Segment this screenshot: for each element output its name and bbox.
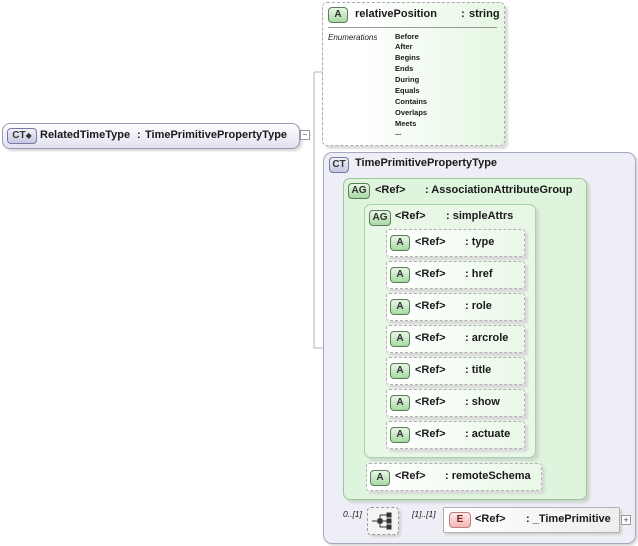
attribute-name: : arcrole xyxy=(465,332,509,344)
group-ref: <Ref> xyxy=(395,210,426,222)
enum-value: During xyxy=(395,75,420,84)
complex-type-icon: CT xyxy=(329,157,349,173)
element-icon: E xyxy=(449,512,471,528)
attribute-ref: <Ref> xyxy=(415,268,446,280)
attribute-title[interactable]: A <Ref> : title xyxy=(386,357,525,385)
sequence-icon xyxy=(372,512,392,530)
element-time-primitive[interactable]: E <Ref> : _TimePrimitive xyxy=(443,507,620,533)
attribute-icon: A xyxy=(390,235,410,251)
sequence-multiplicity: 0..[1] xyxy=(343,509,362,519)
attribute-name: : href xyxy=(465,268,493,280)
root-type-node[interactable]: CT◆ RelatedTimeType : TimePrimitivePrope… xyxy=(2,123,300,149)
attribute-role[interactable]: A <Ref> : role xyxy=(386,293,525,321)
attribute-icon: A xyxy=(390,427,410,443)
attribute-name: : title xyxy=(465,364,492,376)
attribute-icon: A xyxy=(390,395,410,411)
attribute-icon: A xyxy=(370,470,390,486)
enumerations-label: Enumerations xyxy=(328,33,378,42)
attribute-ref: <Ref> xyxy=(415,236,446,248)
attribute-name: : actuate xyxy=(465,428,511,440)
attribute-name: : type xyxy=(465,236,495,248)
enum-value: Overlaps xyxy=(395,108,428,117)
attribute-name: : show xyxy=(465,396,500,408)
attribute-group-icon: AG xyxy=(369,210,391,226)
attribute-href[interactable]: A <Ref> : href xyxy=(386,261,525,289)
attribute-name: : role xyxy=(465,300,492,312)
collapse-button[interactable]: − xyxy=(300,130,310,140)
attribute-ref: <Ref> xyxy=(415,364,446,376)
attribute-separator: : xyxy=(461,8,465,20)
attribute-type: string xyxy=(469,8,500,20)
attribute-show[interactable]: A <Ref> : show xyxy=(386,389,525,417)
attribute-icon: A xyxy=(390,299,410,315)
enum-value: Before xyxy=(395,32,419,41)
root-type-separator: : xyxy=(137,129,141,141)
sequence-compositor[interactable] xyxy=(367,507,399,535)
element-ref: <Ref> xyxy=(475,513,506,525)
group-type: : simpleAttrs xyxy=(446,210,514,222)
relative-position-attribute[interactable]: A relativePosition : string Enumerations… xyxy=(322,2,505,146)
enum-value: Equals xyxy=(395,86,420,95)
group-ref: <Ref> xyxy=(375,184,406,196)
group-type: : AssociationAttributeGroup xyxy=(425,184,573,196)
attribute-icon: A xyxy=(390,267,410,283)
complex-type-icon: CT◆ xyxy=(7,128,37,144)
enum-value: ... xyxy=(395,128,402,137)
attribute-ref: <Ref> xyxy=(415,428,446,440)
complex-type-name: TimePrimitivePropertyType xyxy=(355,157,498,169)
enumeration-divider xyxy=(328,27,497,28)
enum-value: Ends xyxy=(395,64,414,73)
enum-value: Contains xyxy=(395,97,428,106)
expand-button[interactable]: + xyxy=(621,515,631,525)
element-type: : _TimePrimitive xyxy=(526,513,611,525)
attribute-arcrole[interactable]: A <Ref> : arcrole xyxy=(386,325,525,353)
attribute-icon: A xyxy=(390,331,410,347)
attribute-icon: A xyxy=(390,363,410,379)
attribute-group-icon: AG xyxy=(348,183,370,199)
element-multiplicity: [1]..[1] xyxy=(412,509,436,519)
root-type-name: RelatedTimeType xyxy=(40,129,131,141)
attribute-remote-schema[interactable]: A <Ref> : remoteSchema xyxy=(366,463,542,491)
root-type-base: TimePrimitivePropertyType xyxy=(145,129,288,141)
attribute-name: relativePosition xyxy=(355,8,437,20)
attribute-type[interactable]: A <Ref> : type xyxy=(386,229,525,257)
attribute-ref: <Ref> xyxy=(415,396,446,408)
attribute-name: : remoteSchema xyxy=(445,470,531,482)
attribute-ref: <Ref> xyxy=(395,470,426,482)
enum-value: Begins xyxy=(395,53,421,62)
enum-value: Meets xyxy=(395,119,417,128)
attribute-actuate[interactable]: A <Ref> : actuate xyxy=(386,421,525,449)
attribute-icon: A xyxy=(328,7,348,23)
enum-value: After xyxy=(395,42,413,51)
attribute-ref: <Ref> xyxy=(415,300,446,312)
attribute-ref: <Ref> xyxy=(415,332,446,344)
